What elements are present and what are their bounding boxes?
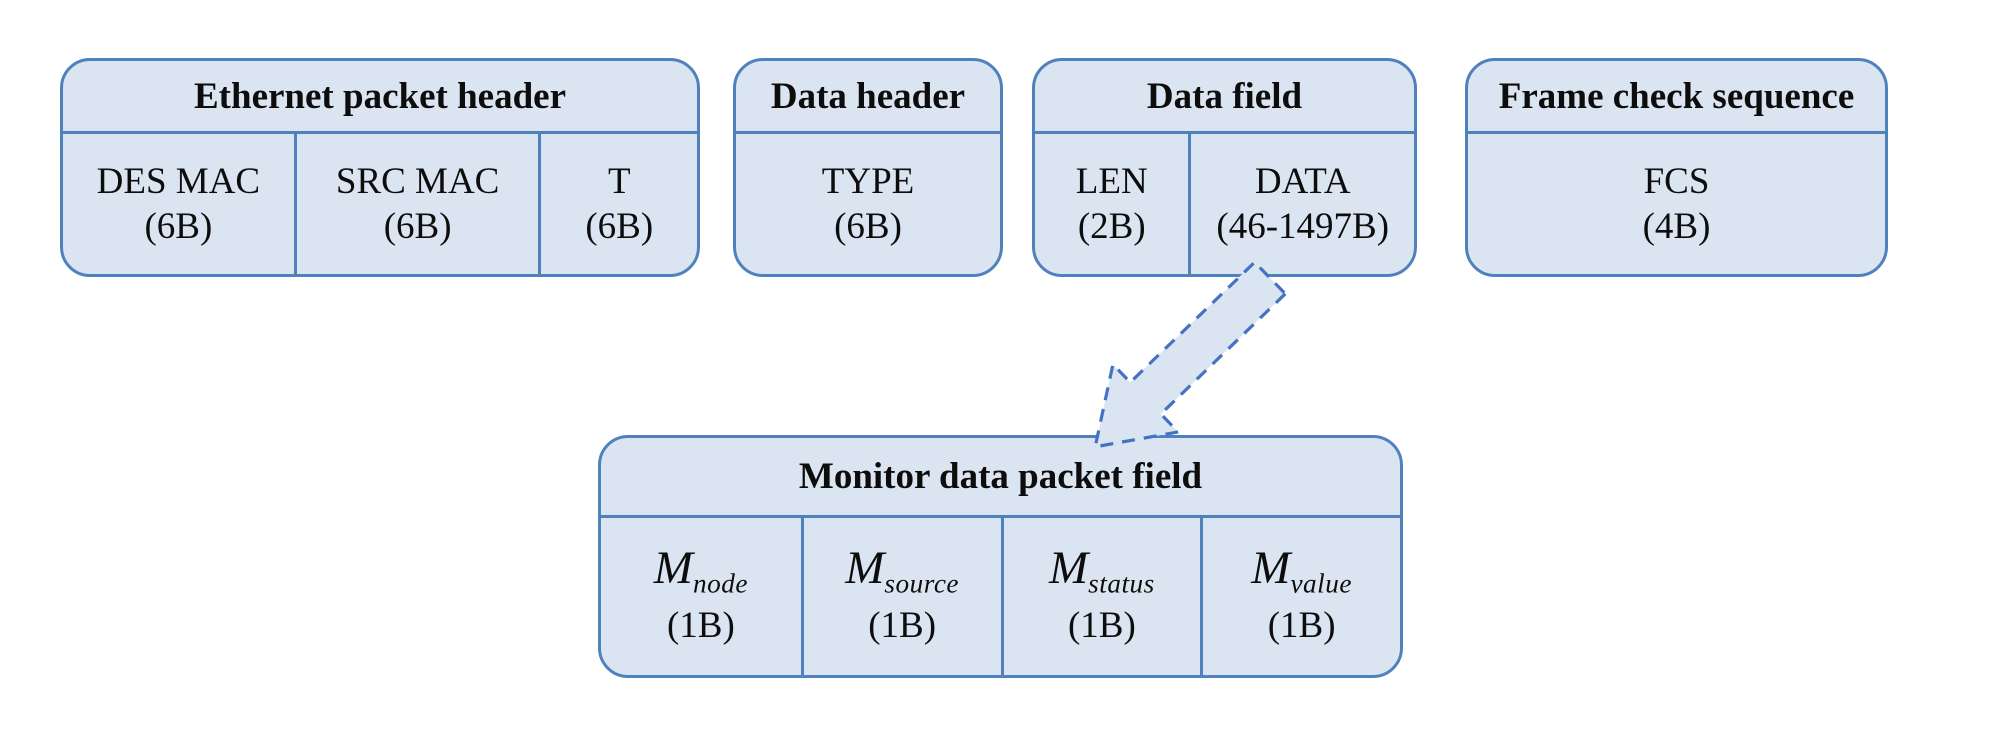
cell-label: LEN <box>1075 160 1148 202</box>
cell-size: (1B) <box>1067 605 1136 647</box>
cell-size: (4B) <box>1642 206 1711 247</box>
cell-size: (6B) <box>144 206 213 247</box>
box-title: Frame check sequence <box>1468 61 1885 134</box>
box-cells: Mnode (1B) Msource (1B) Mstatus (1B) Mva… <box>601 518 1400 675</box>
cell-des-mac: DES MAC (6B) <box>63 134 294 274</box>
box-cells: TYPE (6B) <box>736 134 1000 274</box>
cell-label: SRC MAC <box>335 160 500 202</box>
cell-label: FCS <box>1643 160 1710 202</box>
cell-size: (6B) <box>383 206 452 247</box>
box-data-header: Data header TYPE (6B) <box>733 58 1003 277</box>
box-title: Ethernet packet header <box>63 61 697 134</box>
cell-m-source: Msource (1B) <box>800 518 1001 675</box>
box-title: Data field <box>1035 61 1414 134</box>
cell-fcs: FCS (4B) <box>1468 134 1885 274</box>
box-ethernet-packet-header: Ethernet packet header DES MAC (6B) SRC … <box>60 58 700 277</box>
cell-label: TYPE <box>821 160 915 202</box>
cell-len: LEN (2B) <box>1035 134 1188 274</box>
cell-label: DES MAC <box>96 160 261 202</box>
cell-size: (46-1497B) <box>1216 206 1390 247</box>
box-frame-check-sequence: Frame check sequence FCS (4B) <box>1465 58 1888 277</box>
cell-src-mac: SRC MAC (6B) <box>293 134 539 274</box>
cell-label: Mvalue <box>1251 541 1352 599</box>
cell-size: (1B) <box>666 605 735 647</box>
cell-size: (1B) <box>1267 605 1336 647</box>
cell-m-value: Mvalue (1B) <box>1200 518 1400 675</box>
cell-label: DATA <box>1254 160 1351 202</box>
cell-size: (6B) <box>585 206 654 247</box>
cell-size: (6B) <box>834 206 902 247</box>
cell-size: (1B) <box>868 605 937 647</box>
box-cells: LEN (2B) DATA (46-1497B) <box>1035 134 1414 274</box>
cell-label: T <box>607 160 631 202</box>
cell-label: Mnode <box>653 541 748 599</box>
box-data-field: Data field LEN (2B) DATA (46-1497B) <box>1032 58 1417 277</box>
box-title: Monitor data packet field <box>601 438 1400 518</box>
box-cells: DES MAC (6B) SRC MAC (6B) T (6B) <box>63 134 697 274</box>
cell-data: DATA (46-1497B) <box>1188 134 1414 274</box>
box-title: Data header <box>736 61 1000 134</box>
cell-size: (2B) <box>1077 206 1146 247</box>
box-monitor-data-packet-field: Monitor data packet field Mnode (1B) Mso… <box>598 435 1403 678</box>
cell-label: Mstatus <box>1048 541 1155 599</box>
cell-type: TYPE (6B) <box>736 134 1000 274</box>
cell-m-node: Mnode (1B) <box>601 518 801 675</box>
cell-label: Msource <box>845 541 960 599</box>
cell-m-status: Mstatus (1B) <box>1000 518 1201 675</box>
box-cells: FCS (4B) <box>1468 134 1885 274</box>
cell-t: T (6B) <box>538 134 697 274</box>
